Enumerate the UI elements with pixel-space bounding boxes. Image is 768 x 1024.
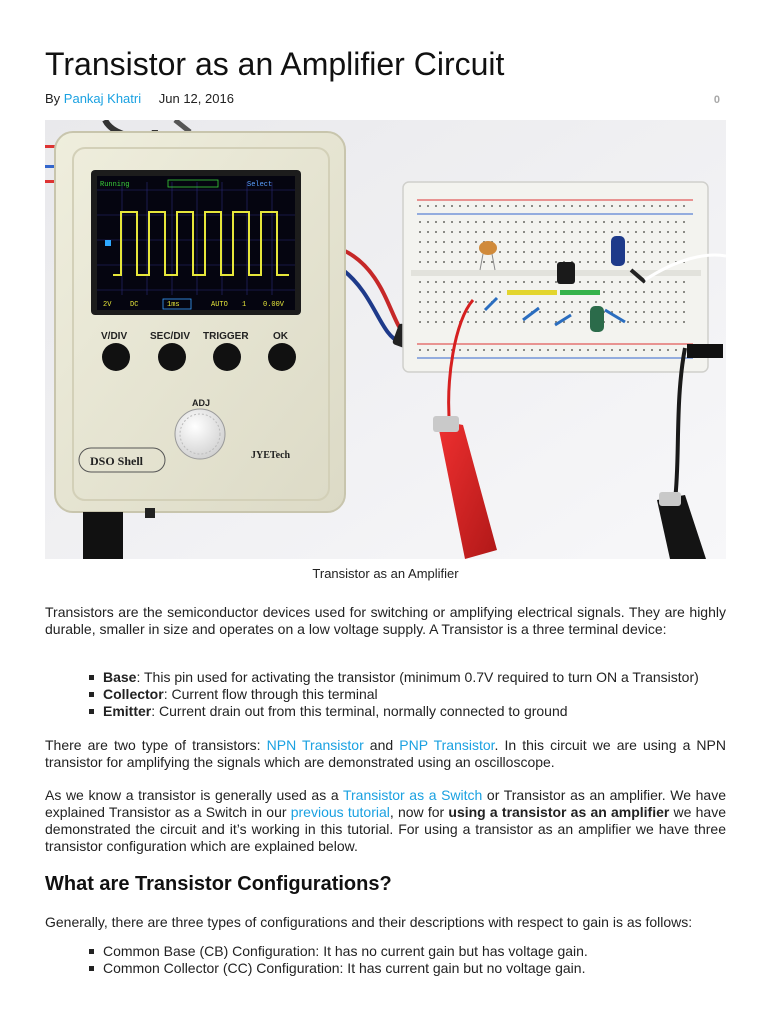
vdiv-button-icon: [102, 343, 130, 371]
trigger-button-icon: [213, 343, 241, 371]
section-heading: What are Transistor Configurations?: [45, 873, 392, 895]
screen-readout-coupling: DC: [130, 301, 138, 309]
screen-readout-trigger-mode: AUTO: [211, 301, 228, 309]
configuration-list: Common Base (CB) Configuration: It has n…: [89, 943, 726, 977]
npn-transistor-link[interactable]: NPN Transistor: [266, 737, 364, 753]
screen-readout-channel: 1: [242, 301, 246, 309]
ok-button-icon: [268, 343, 296, 371]
trigger-label: TRIGGER: [203, 331, 249, 342]
oscilloscope-breadboard-photo: Running Select 2V DC 1ms AUTO 1 0.00V V/…: [45, 120, 726, 559]
figure-caption: Transistor as an Amplifier: [312, 566, 459, 581]
transistor-types-paragraph: There are two type of transistors: NPN T…: [45, 737, 726, 770]
previous-tutorial-link[interactable]: previous tutorial: [290, 804, 390, 820]
adj-knob-icon: [174, 408, 226, 460]
list-item: Common Base (CB) Configuration: It has n…: [89, 943, 726, 960]
brand-label: DSO Shell: [90, 454, 144, 468]
red-alligator-clip: [437, 420, 497, 559]
publish-date: Jun 12, 2016: [158, 91, 234, 106]
vdiv-label: V/DIV: [101, 331, 127, 342]
screen-status-left: Running: [100, 181, 129, 189]
intro-paragraph: Transistors are the semiconductor device…: [45, 604, 726, 637]
article-figure: Running Select 2V DC 1ms AUTO 1 0.00V V/…: [45, 120, 726, 559]
comment-count-link[interactable]: 0: [713, 94, 720, 106]
screen-readout-volts: 2V: [103, 301, 112, 309]
maker-label: JYETech: [251, 450, 291, 461]
list-item: Emitter: Current drain out from this ter…: [89, 703, 726, 720]
secdiv-label: SEC/DIV: [150, 331, 190, 342]
article-title: Transistor as an Amplifier Circuit: [45, 46, 505, 82]
black-alligator-clip: [657, 495, 706, 559]
list-item: Common Collector (CC) Configuration: It …: [89, 960, 726, 977]
by-label: By: [45, 91, 61, 106]
article-meta: By Pankaj Khatri Jun 12, 2016 0: [45, 90, 726, 108]
transistor-switch-link[interactable]: Transistor as a Switch: [342, 787, 483, 803]
list-item: Collector: Current flow through this ter…: [89, 686, 726, 703]
adj-label: ADJ: [192, 398, 210, 408]
amplifier-paragraph: As we know a transistor is generally use…: [45, 787, 726, 854]
list-item: Base: This pin used for activating the t…: [89, 669, 726, 686]
screen-readout-timebase: 1ms: [167, 301, 180, 309]
terminal-list: Base: This pin used for activating the t…: [89, 669, 726, 720]
author-link[interactable]: Pankaj Khatri: [63, 91, 142, 106]
section-paragraph: Generally, there are three types of conf…: [45, 914, 693, 930]
screen-readout-level: 0.00V: [263, 301, 285, 309]
breadboard: [402, 181, 709, 373]
ok-label: OK: [273, 331, 289, 342]
pnp-transistor-link[interactable]: PNP Transistor: [399, 737, 495, 753]
screen-status-right: Select: [247, 181, 272, 189]
secdiv-button-icon: [158, 343, 186, 371]
